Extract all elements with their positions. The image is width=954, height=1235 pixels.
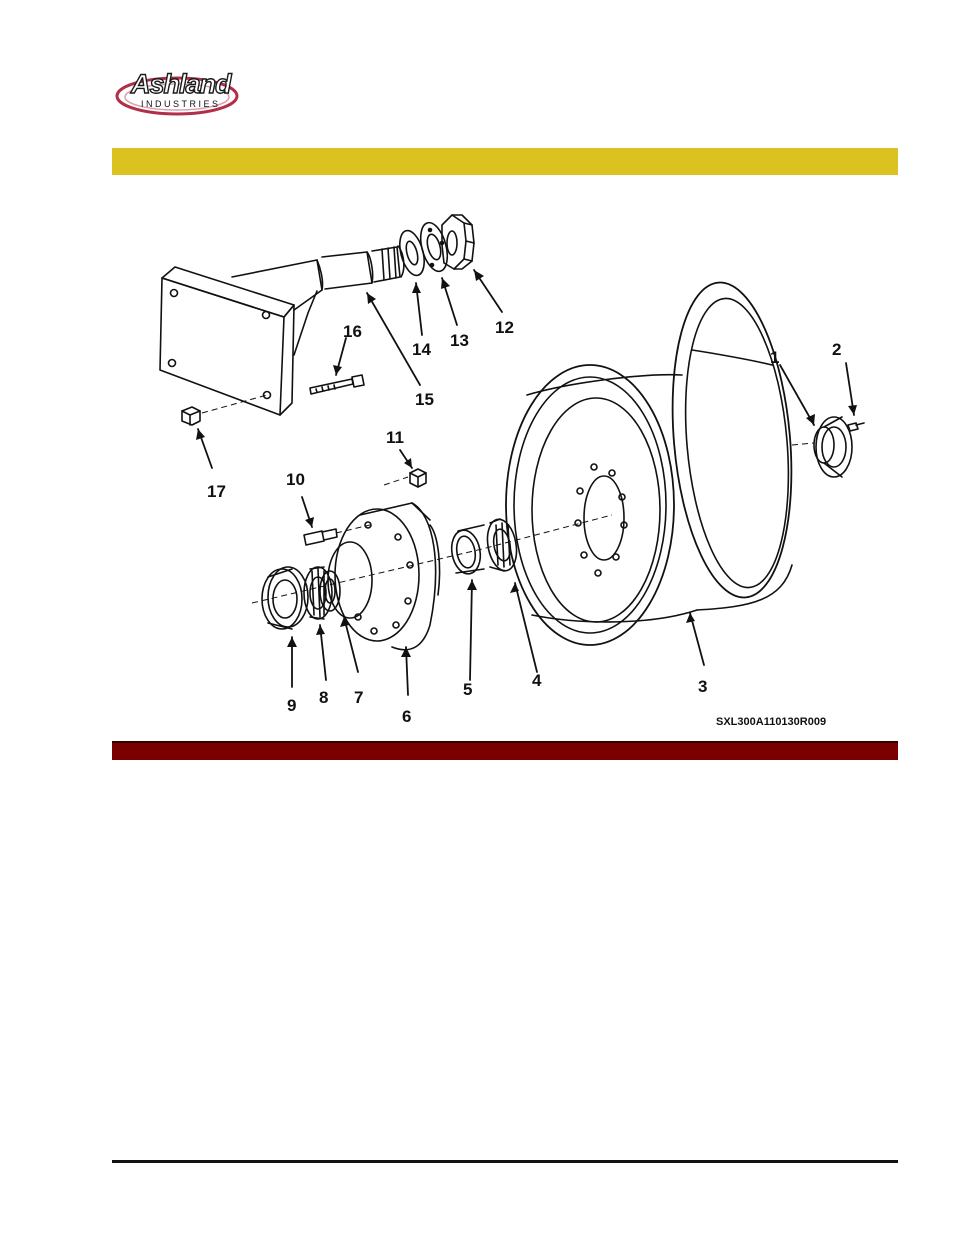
callout-15: 15 <box>415 390 434 409</box>
center-line-mount <box>201 394 268 414</box>
spindle-assembly <box>159 245 405 416</box>
spindle-nut-part-12 <box>441 214 475 270</box>
wheel-rim-part-3 <box>505 281 793 646</box>
footer-rule <box>112 1160 898 1163</box>
callout-7: 7 <box>354 688 363 707</box>
screw-part-2 <box>847 422 865 432</box>
bearing-part-8 <box>303 566 333 620</box>
callout-5: 5 <box>463 680 472 699</box>
lug-nut-part-11 <box>409 468 427 488</box>
hub-part-6 <box>327 502 441 651</box>
callout-17: 17 <box>207 482 226 501</box>
logo-sub: INDUSTRIES <box>141 99 221 109</box>
callout-8: 8 <box>319 688 328 707</box>
ashland-industries-logo: Ashland INDUSTRIES <box>115 68 239 116</box>
bearing-cup-part-5 <box>450 524 485 575</box>
callout-3: 3 <box>698 677 707 696</box>
callout-14: 14 <box>412 340 431 359</box>
exploded-parts-diagram: 1 2 3 4 5 6 7 8 9 10 11 12 13 14 15 16 1… <box>159 214 865 728</box>
nut-part-17 <box>181 406 201 426</box>
callout-9: 9 <box>287 696 296 715</box>
callout-2: 2 <box>832 340 841 359</box>
center-line-stud <box>335 524 371 534</box>
callout-13: 13 <box>450 331 469 350</box>
logo-brand: Ashland <box>130 69 232 99</box>
callout-6: 6 <box>402 707 411 726</box>
seal-part-9 <box>261 566 309 630</box>
section-bar <box>112 741 898 760</box>
center-line-lugnut <box>383 476 409 486</box>
callout-12: 12 <box>495 318 514 337</box>
stud-part-10 <box>303 528 338 546</box>
callout-16: 16 <box>343 322 362 341</box>
callout-11: 11 <box>386 428 404 447</box>
bolt-part-16 <box>309 374 365 395</box>
center-line-main <box>251 514 613 604</box>
callout-1: 1 <box>770 348 779 367</box>
callout-10: 10 <box>286 470 305 489</box>
hub-cap-part-1 <box>813 416 853 478</box>
logo-swoosh <box>115 76 239 116</box>
center-line-upper <box>791 442 815 446</box>
callout-4: 4 <box>532 671 542 690</box>
header-bar <box>112 148 898 175</box>
drawing-id: SXL300A110130R009 <box>716 716 826 728</box>
